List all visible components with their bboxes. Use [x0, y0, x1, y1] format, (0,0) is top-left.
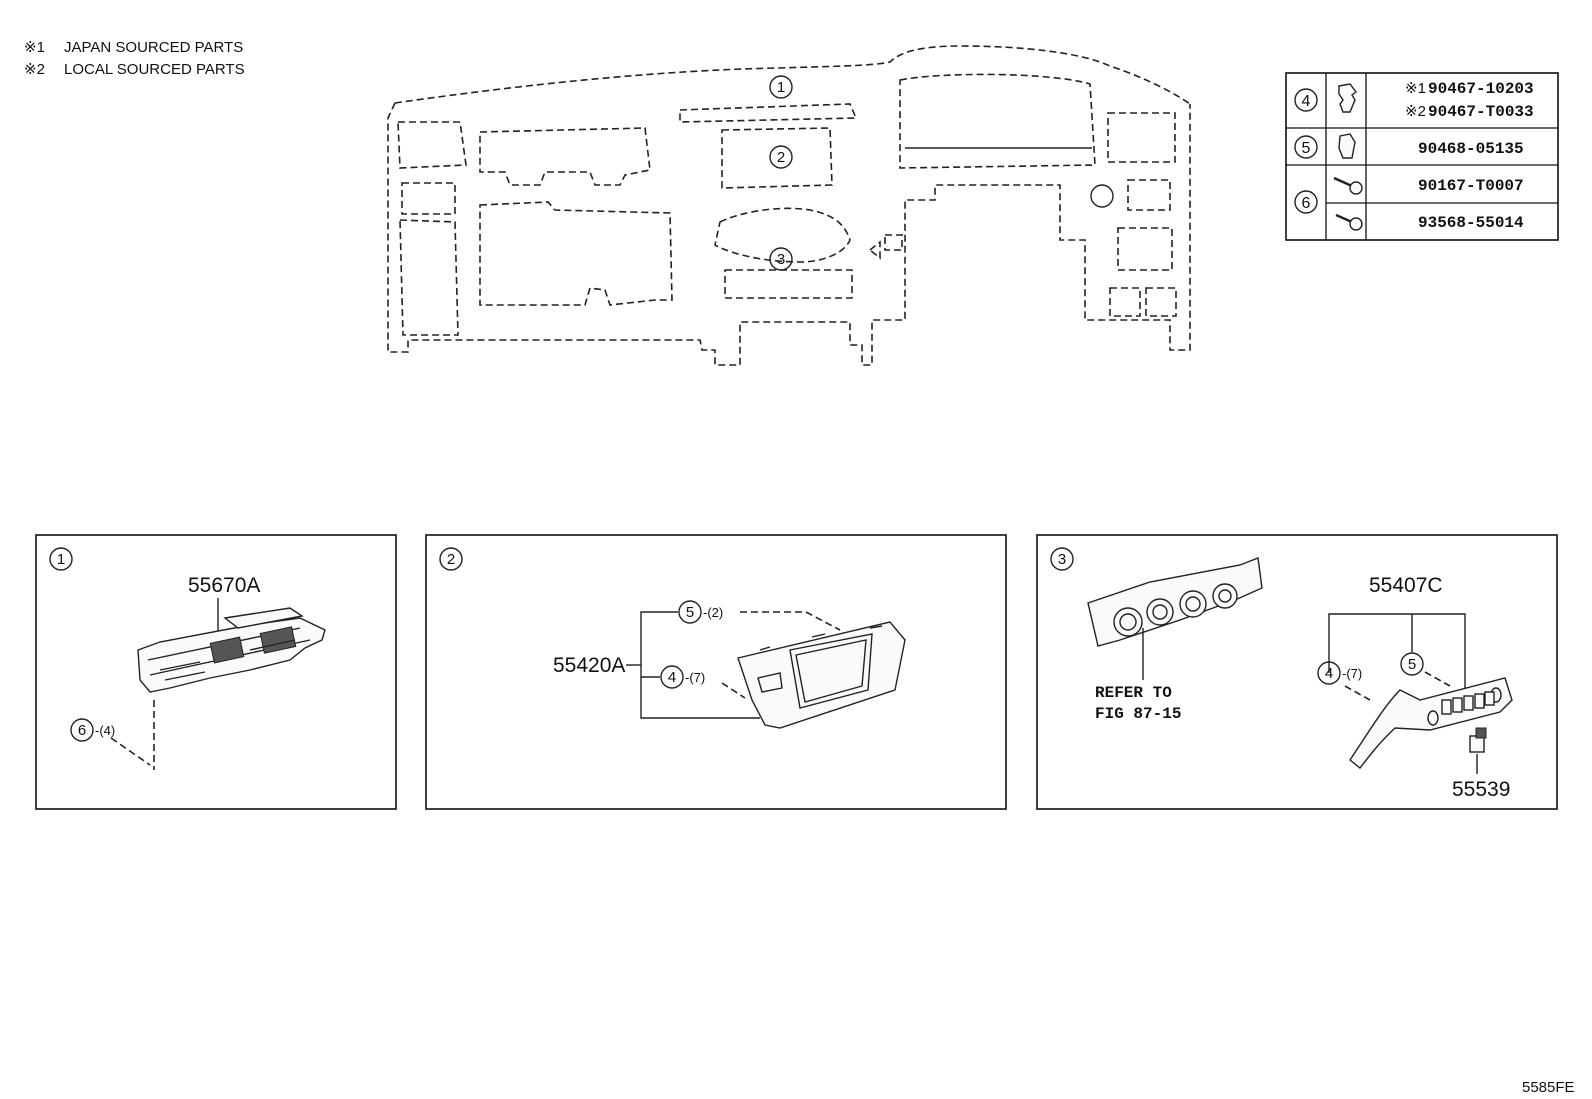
row-part-number: 90167-T0007 — [1418, 177, 1524, 195]
air-vent-part — [137, 607, 326, 693]
row-part-number: 90467-10203 — [1428, 80, 1534, 98]
switch-cap-part — [1469, 727, 1487, 753]
part-number-label: 55420A — [553, 654, 625, 677]
svg-text:5: 5 — [1408, 656, 1416, 673]
clip-icon — [1338, 83, 1357, 113]
svg-text:4: 4 — [1325, 665, 1333, 682]
table-row: 5 90468-05135 — [1294, 133, 1524, 159]
refer-to-line2: FIG 87-15 — [1095, 705, 1181, 723]
row-mark: ※2 — [1405, 103, 1426, 120]
svg-text:5: 5 — [686, 604, 694, 621]
display-bezel-part — [737, 621, 906, 729]
refer-to-line1: REFER TO — [1095, 684, 1172, 702]
panel-number: 3 — [1058, 551, 1066, 568]
callout-4: 4 -(7) — [1317, 661, 1362, 685]
note1-mark: ※1 — [24, 39, 45, 56]
callout-6: 6 -(4) — [70, 718, 115, 742]
part-number-label: 55407C — [1369, 574, 1443, 597]
climate-control-panel — [1087, 557, 1263, 647]
svg-text:1: 1 — [777, 79, 785, 96]
quantity-label: -(7) — [685, 670, 705, 685]
figure-code: 5585FE — [1522, 1079, 1575, 1096]
row-ref: 6 — [1302, 195, 1311, 212]
panel-number: 2 — [447, 551, 455, 568]
row-ref: 4 — [1302, 93, 1311, 110]
overview-callout-2: 2 — [769, 145, 793, 169]
overview-callout-1: 1 — [769, 75, 793, 99]
svg-text:3: 3 — [777, 251, 785, 268]
detail-panel-3: 3 REFER TO FIG 87-15 55407C 4 -(7) 5 — [1036, 534, 1558, 810]
row-ref: 5 — [1302, 140, 1311, 157]
dashboard-overview: 1 2 3 — [387, 45, 1191, 366]
screw-icon — [1335, 213, 1363, 231]
svg-text:4: 4 — [668, 669, 676, 686]
screw-icon — [1333, 176, 1363, 195]
quantity-label: -(2) — [703, 605, 723, 620]
clip-icon — [1338, 133, 1356, 159]
row-part-number: 93568-55014 — [1418, 214, 1524, 232]
part-number-label: 55539 — [1452, 778, 1510, 801]
row-part-number: 90468-05135 — [1418, 140, 1524, 158]
detail-panel-1: 1 55670A 6 -(4) — [35, 534, 397, 810]
detail-panel-2: 2 55420A 5 -(2) 4 -(7) — [425, 534, 1007, 810]
row-part-number: 90467-T0033 — [1428, 103, 1534, 121]
quantity-label: -(7) — [1342, 666, 1362, 681]
parts-table: 4 ※1 90467-10203 ※2 90467-T0033 5 90468-… — [1285, 72, 1559, 241]
panel-number: 1 — [57, 551, 65, 568]
callout-4: 4 -(7) — [660, 665, 705, 689]
quantity-label: -(4) — [95, 723, 115, 738]
overview-callout-3: 3 — [769, 247, 793, 271]
row-mark: ※1 — [1405, 80, 1426, 97]
part-number-label: 55670A — [188, 574, 260, 597]
notes: ※1 JAPAN SOURCED PARTS ※2 LOCAL SOURCED … — [24, 39, 245, 78]
table-row: 6 90167-T0007 93568-55014 — [1294, 176, 1524, 232]
note2-text: LOCAL SOURCED PARTS — [64, 61, 245, 78]
svg-text:6: 6 — [78, 722, 86, 739]
svg-text:2: 2 — [777, 149, 785, 166]
note2-mark: ※2 — [24, 61, 45, 78]
table-row: 4 ※1 90467-10203 ※2 90467-T0033 — [1294, 80, 1534, 121]
callout-5: 5 — [1400, 652, 1424, 676]
note1-text: JAPAN SOURCED PARTS — [64, 39, 243, 56]
switch-panel-part — [1349, 677, 1513, 769]
callout-5: 5 -(2) — [678, 600, 723, 624]
